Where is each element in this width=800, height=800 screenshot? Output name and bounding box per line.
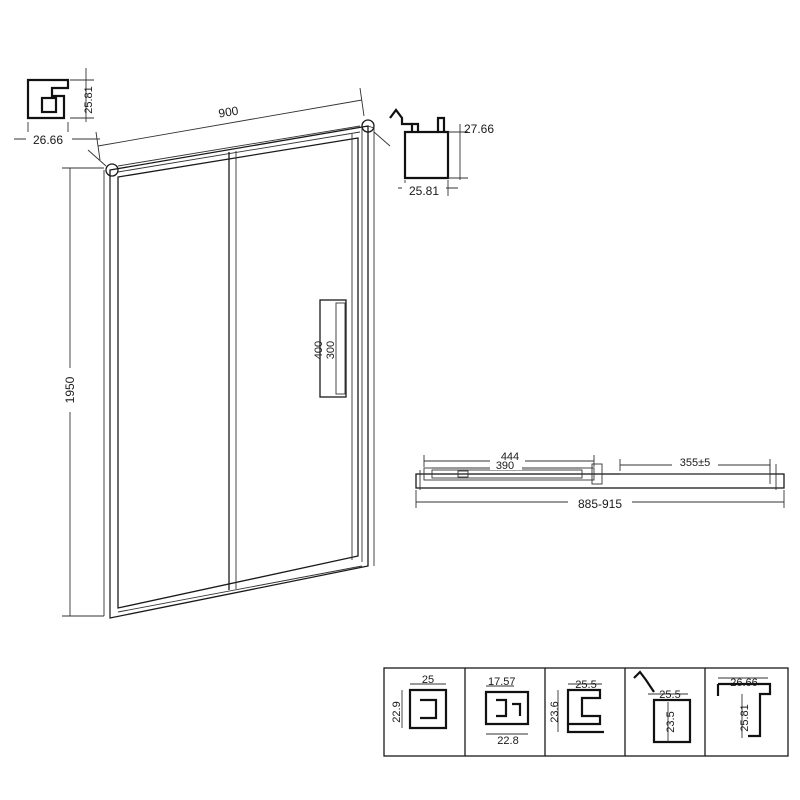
- width-dimension-line: [97, 99, 363, 147]
- bottom-rail: [117, 565, 363, 613]
- profile-cell-3: 25.5 23.6: [549, 679, 604, 734]
- cell-4-side-label: 23.5: [665, 711, 677, 732]
- profile-width-label: 26.66: [33, 133, 63, 147]
- plan-label-390: 390: [496, 460, 514, 472]
- profile-table-border: [383, 667, 789, 757]
- cell-2-top-label: 17.57: [488, 676, 516, 688]
- cell-2-bottom-label: 22.8: [497, 735, 518, 747]
- top-left-profile-detail: 25.81 26.66: [14, 68, 100, 147]
- profile-width-label: 25.81: [409, 184, 439, 198]
- profile-height-label: 25.81: [83, 86, 95, 114]
- cell-1-top-label: 25: [422, 674, 434, 686]
- corner-detail-left: [105, 163, 119, 177]
- top-right-profile-detail: 27.66 25.81: [389, 108, 494, 198]
- height-label: 1950: [63, 376, 77, 403]
- handle-outer-label: 400: [313, 341, 325, 359]
- plan-view: 444 390 355±5 885-915: [415, 450, 785, 511]
- door-handle: [319, 299, 347, 398]
- cell-5-side-label: 25.81: [739, 704, 751, 732]
- corner-detail-right: [361, 119, 375, 133]
- cell-4-top-label: 25.5: [659, 689, 680, 701]
- plan-label-355: 355±5: [680, 457, 711, 469]
- track-base: [415, 473, 785, 489]
- top-rail-line: [117, 125, 361, 167]
- profile-cell-1: 25 22.9: [391, 674, 448, 730]
- cell-3-top-label: 25.5: [575, 679, 596, 691]
- cell-3-side-label: 23.6: [549, 701, 561, 722]
- door-inner-frame: [117, 137, 359, 609]
- profile-cell-5: 26.66 25.81: [716, 677, 772, 738]
- handle-inner-label: 300: [325, 341, 337, 359]
- door-outer-frame: [109, 125, 369, 619]
- profile-table: 25 22.9 17.57 22.8 25.5 23.6 25.: [383, 667, 789, 757]
- profile-cell-4: 25.5 23.5: [633, 670, 692, 744]
- cell-1-side-label: 22.9: [391, 701, 403, 722]
- width-label: 900: [217, 104, 239, 121]
- front-view: 900 1950 400 300: [60, 87, 391, 619]
- plan-label-range: 885-915: [578, 497, 622, 511]
- profile-height-label: 27.66: [464, 122, 494, 136]
- profile-shape: [403, 130, 450, 180]
- profile-cell-2: 17.57 22.8: [484, 676, 530, 747]
- profile-shape: [26, 78, 70, 120]
- cell-5-top-label: 26.66: [730, 677, 758, 689]
